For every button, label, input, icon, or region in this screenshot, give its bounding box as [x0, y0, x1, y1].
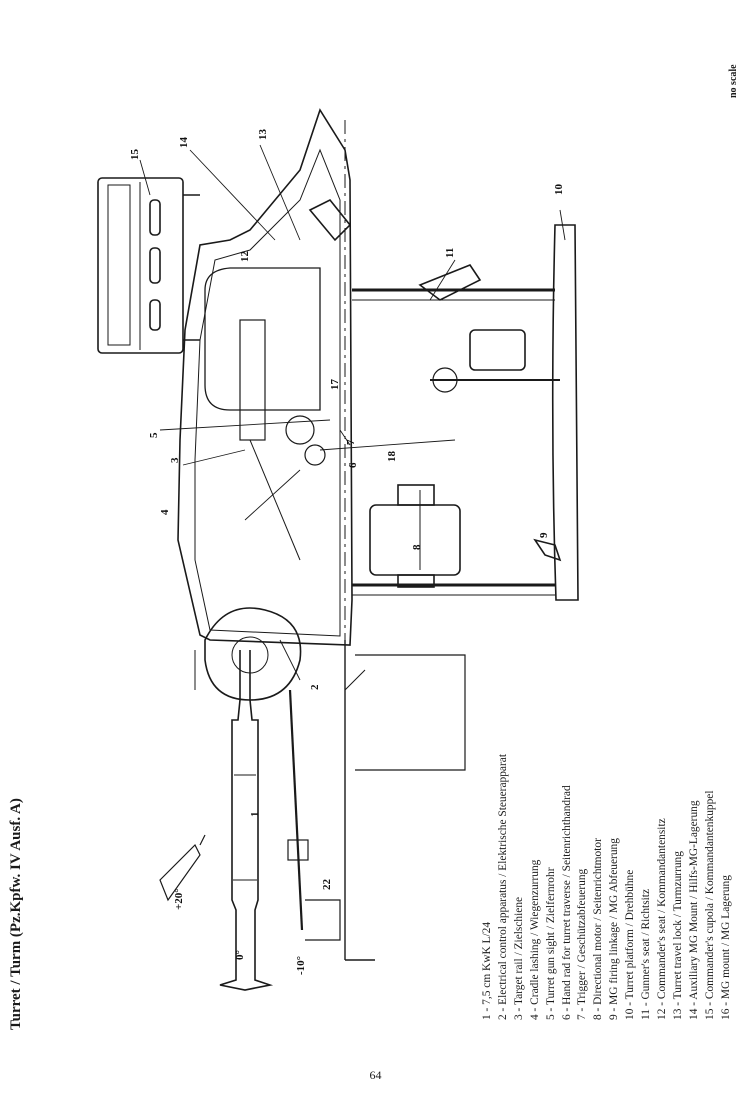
legend-item: 5 - Turret gun sight / Zielfernrohr	[544, 867, 557, 1021]
callout-18: 18	[386, 451, 398, 463]
legend-item: 13 - Turret travel lock / Turmzurrung	[671, 851, 684, 1020]
legend-item: 1 - 7,5 cm KwK L/24	[481, 921, 493, 1020]
callout-3: 3	[169, 457, 181, 463]
legend-item: 15 - Commander's cupola / Kommandantenku…	[703, 790, 716, 1021]
gun-sight	[239, 319, 266, 441]
page-number: 64	[369, 1068, 382, 1082]
legend-item: 14 - Auxiliary MG Mount / Hilfs-MG-Lager…	[687, 800, 700, 1020]
callout-10: 10	[553, 184, 565, 196]
elevation-marker-up	[159, 843, 201, 902]
legend-item: 7 - Trigger / Geschützabfeuerung	[576, 868, 589, 1020]
elevation-marker-down	[305, 899, 341, 941]
gun-mantlet	[204, 607, 302, 701]
vision-port	[204, 267, 321, 411]
elevation-level-label: 0°	[234, 950, 246, 960]
legend-item: 12 - Commander's seat / Kommandantensitz	[655, 818, 668, 1020]
callout-4: 4	[159, 509, 171, 515]
legend-item: 16 - MG mount / MG Lagerung	[719, 875, 732, 1020]
callout-15: 15	[129, 149, 141, 161]
commander-seat	[308, 198, 352, 242]
turret-outline	[177, 108, 353, 646]
commander-cupola	[97, 177, 184, 354]
callout-17: 17	[329, 379, 341, 391]
callout-11: 11	[444, 248, 456, 258]
callout-8: 8	[411, 544, 423, 550]
callout-22: 22	[321, 879, 333, 891]
callout-5: 5	[148, 432, 160, 438]
callout-1: 1	[249, 812, 261, 818]
elevation-down-label: -10°	[295, 956, 307, 975]
callout-13: 13	[257, 129, 269, 141]
callout-2: 2	[309, 684, 321, 690]
legend-item: 6 - Hand rad for turret traverse / Seite…	[560, 785, 573, 1020]
callout-6: 6	[347, 462, 359, 468]
legend-item: 10 - Turret platform / Drehbühne	[624, 869, 637, 1020]
elevation-up-label: +20°	[173, 888, 185, 910]
legend-item: 9 - MG firing linkage / MG Abfeuerung	[608, 838, 621, 1020]
legend-item: 3 - Target rail / Zielschiene	[512, 896, 525, 1020]
legend-item: 2 - Electrical control apparatus / Elekt…	[496, 754, 509, 1020]
callout-9: 9	[538, 532, 550, 538]
callout-12: 12	[239, 251, 251, 263]
callout-14: 14	[178, 137, 190, 149]
main-gun-barrel	[219, 650, 274, 991]
legend-item: 11 - Gunner's seat / Richtsitz	[640, 888, 652, 1020]
legend-item: 8 - Directional motor / Seitenrichtmotor	[592, 838, 605, 1020]
legend-item: 4 - Cradle lashing / Wiegenzurrung	[528, 859, 541, 1020]
coaxial-mg	[288, 689, 304, 931]
callout-7: 7	[345, 439, 357, 445]
turret-inner-outline	[194, 148, 341, 637]
mg-firing-linkage	[533, 538, 562, 562]
turret-platform	[551, 224, 579, 601]
